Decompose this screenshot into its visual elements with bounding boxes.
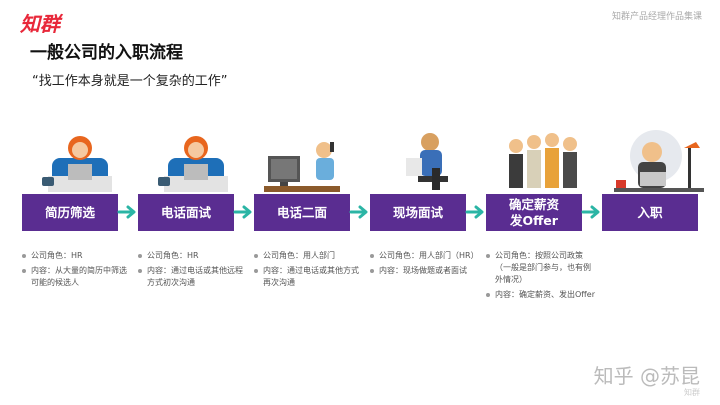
step-offer-line2: 发Offer [510,212,558,228]
watermark-sub: 知群 [684,388,700,397]
step-notes: 公司角色：HR 内容：从大量的简历中筛选可能的候选人 [22,250,132,292]
page-subtitle: “找工作本身就是一个复杂的工作” [32,74,228,89]
onsite-interview-illustration [406,133,448,190]
offer-team-illustration [509,133,577,188]
step-offer-line1: 确定薪资 [508,196,559,212]
onboarding-illustration [614,130,704,192]
note-role: 公司角色：HR [138,250,248,262]
step-onboarding: 入职 [602,194,698,231]
arrow-right-icon [117,205,136,219]
arrow-right-icon [349,205,368,219]
step-second-phone-interview: 电话二面 [254,194,350,231]
course-label: 知群产品经理作品集课 [611,12,702,22]
phone-interview-illustration [158,136,228,192]
watermark: 知乎 @苏昆 [593,364,700,388]
arrow-right-icon [233,205,252,219]
step-resume-screening: 简历筛选 [22,194,118,231]
brand-logo: 知群 [20,12,60,36]
note-content: 内容：通过电话或其他远程方式初次沟通 [138,265,248,289]
note-role: 公司角色：按照公司政策（一般是部门参与，也有例外情况） [486,250,596,286]
note-role: 公司角色：用人部门（HR） [370,250,480,262]
note-content: 内容：通过电话或其他方式再次沟通 [254,265,364,289]
step-notes: 公司角色：HR 内容：通过电话或其他远程方式初次沟通 [138,250,248,292]
step-onsite-interview: 现场面试 [370,194,466,231]
arrow-right-icon [581,205,600,219]
arrow-right-icon [465,205,484,219]
step-phone-interview: 电话面试 [138,194,234,231]
second-phone-illustration [264,142,340,192]
note-content: 内容：现场做题或者面试 [370,265,480,277]
note-content: 内容：确定薪资、发出Offer [486,289,596,301]
step-notes: 公司角色：用人部门（HR） 内容：现场做题或者面试 [370,250,480,280]
note-role: 公司角色：用人部门 [254,250,364,262]
hr-desk-illustration [42,136,112,192]
note-content: 内容：从大量的简历中筛选可能的候选人 [22,265,132,289]
step-notes: 公司角色：按照公司政策（一般是部门参与，也有例外情况） 内容：确定薪资、发出Of… [486,250,596,304]
note-role: 公司角色：HR [22,250,132,262]
page-title: 一般公司的入职流程 [30,43,183,63]
step-offer: 确定薪资 发Offer [486,194,582,231]
step-notes: 公司角色：用人部门 内容：通过电话或其他方式再次沟通 [254,250,364,292]
